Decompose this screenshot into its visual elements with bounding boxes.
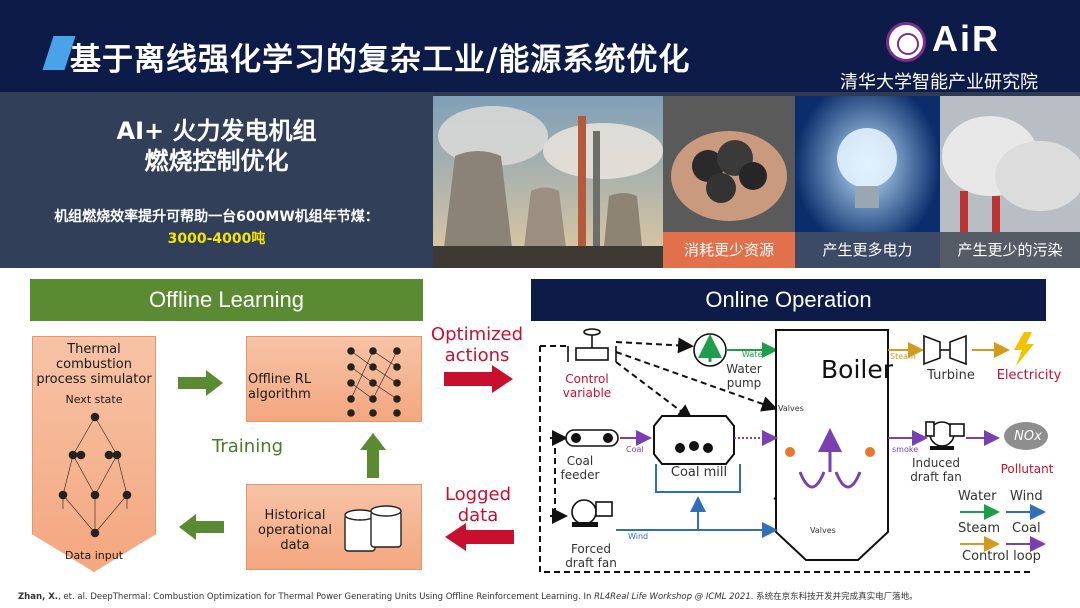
- pollutant-cloud-icon: [1004, 422, 1048, 450]
- next-state-label: Next state: [65, 393, 123, 406]
- forced-fan-label: Forced draft fan: [565, 542, 617, 570]
- coal-photo: 消耗更少资源: [663, 96, 795, 268]
- flow-steam-label: Steam: [890, 352, 916, 361]
- optimized-actions-label: Optimized actions: [430, 324, 524, 366]
- legend-coal: Coal: [1012, 521, 1041, 536]
- intro-title-line2: 燃烧控制优化: [144, 147, 289, 175]
- forced-fan-icon: [571, 499, 613, 527]
- valves-bottom-label: Valves: [810, 526, 836, 535]
- historical-data-label: Historical operational data: [258, 508, 332, 553]
- valves-top-label: Valves: [778, 404, 804, 413]
- simulator-box: [32, 336, 156, 572]
- training-label: Training: [212, 436, 284, 457]
- reference-tail: . 系统在京东科技开发并完成真实电厂落地。: [750, 592, 918, 602]
- flow-coal-label: Coal: [626, 445, 644, 454]
- reference-citation: Zhan, X., et. al. DeepThermal: Combustio…: [18, 590, 918, 602]
- bulb-photo: 产生更多电力: [795, 96, 940, 268]
- caption-more-power: 产生更多电力: [795, 232, 940, 268]
- coal-mill-label: Coal mill: [670, 465, 728, 480]
- arrow-logged-data: [445, 523, 514, 551]
- boiler-label: Boiler: [821, 355, 893, 384]
- induced-fan-icon: [925, 421, 965, 450]
- arrow-optimized-actions: [444, 365, 513, 393]
- electricity-label: Electricity: [996, 368, 1062, 383]
- smoke-photo: 产生更少的污染: [940, 96, 1080, 268]
- online-operation-header: Online Operation: [531, 279, 1046, 321]
- turbine-label: Turbine: [927, 368, 975, 383]
- reference-author: Zhan, X.: [18, 592, 58, 602]
- induced-fan-label: Induced draft fan: [910, 456, 962, 484]
- arrow-data-to-sim: [179, 514, 224, 540]
- saving-text: 机组燃烧效率提升可帮助一台600MW机组年节煤：: [54, 209, 379, 225]
- saving-value: 3000-4000吨: [167, 231, 266, 247]
- flow-smoke-label: smoke: [892, 445, 919, 454]
- air-logo: AiR: [932, 18, 1000, 59]
- electricity-icon: [1014, 332, 1034, 366]
- arrow-data-to-rl: [360, 433, 386, 478]
- coal-mill-icon: [653, 415, 735, 465]
- flow-water-label: Water: [742, 350, 766, 359]
- arrow-sim-to-rl: [178, 370, 223, 396]
- institute-name: 清华大学智能产业研究院: [840, 72, 1038, 93]
- power-plant-photo: [433, 96, 663, 268]
- pollutant-label: Pollutant: [1000, 462, 1054, 476]
- legend-control-loop: Control loop: [962, 549, 1041, 564]
- caption-less-resources: 消耗更少资源: [663, 232, 795, 268]
- intro-title: AI+ 火力发电机组 燃烧控制优化: [0, 116, 433, 176]
- historical-data-box: [246, 484, 422, 570]
- reference-text: , et. al. DeepThermal: Combustion Optimi…: [57, 592, 595, 602]
- tsinghua-seal-logo: [886, 22, 926, 62]
- data-input-label: Data input: [64, 549, 124, 562]
- rl-algorithm-box: [246, 336, 422, 422]
- caption-less-pollution: 产生更少的污染: [940, 232, 1080, 268]
- control-variable-label: Control variable: [562, 372, 612, 400]
- control-valve-icon: [567, 328, 617, 362]
- legend-water: Water: [958, 489, 997, 504]
- intro-title-line1: AI+ 火力发电机组: [116, 117, 317, 145]
- logged-data-label: Logged data: [444, 484, 512, 526]
- plant-diagram: [539, 328, 1048, 573]
- nox-label: NOx: [1014, 429, 1042, 444]
- offline-learning-header: Offline Learning: [30, 279, 423, 321]
- turbine-icon: [923, 334, 967, 366]
- reference-venue: RL4Real Life Workshop @ ICML 2021: [594, 592, 751, 602]
- legend-wind: Wind: [1010, 489, 1043, 504]
- rl-algorithm-label: Offline RL algorithm: [248, 372, 312, 402]
- coal-feeder-label: Coal feeder: [560, 454, 600, 482]
- intro-text-panel: [0, 92, 433, 268]
- coal-feeder-icon: [565, 429, 619, 447]
- flow-wind-label: Wind: [628, 532, 649, 541]
- page-title: 基于离线强化学习的复杂工业/能源系统优化: [70, 42, 691, 78]
- simulator-label: Thermal combustion process simulator: [36, 342, 152, 387]
- water-pump-label: Water pump: [726, 362, 762, 390]
- legend-steam: Steam: [958, 521, 1000, 536]
